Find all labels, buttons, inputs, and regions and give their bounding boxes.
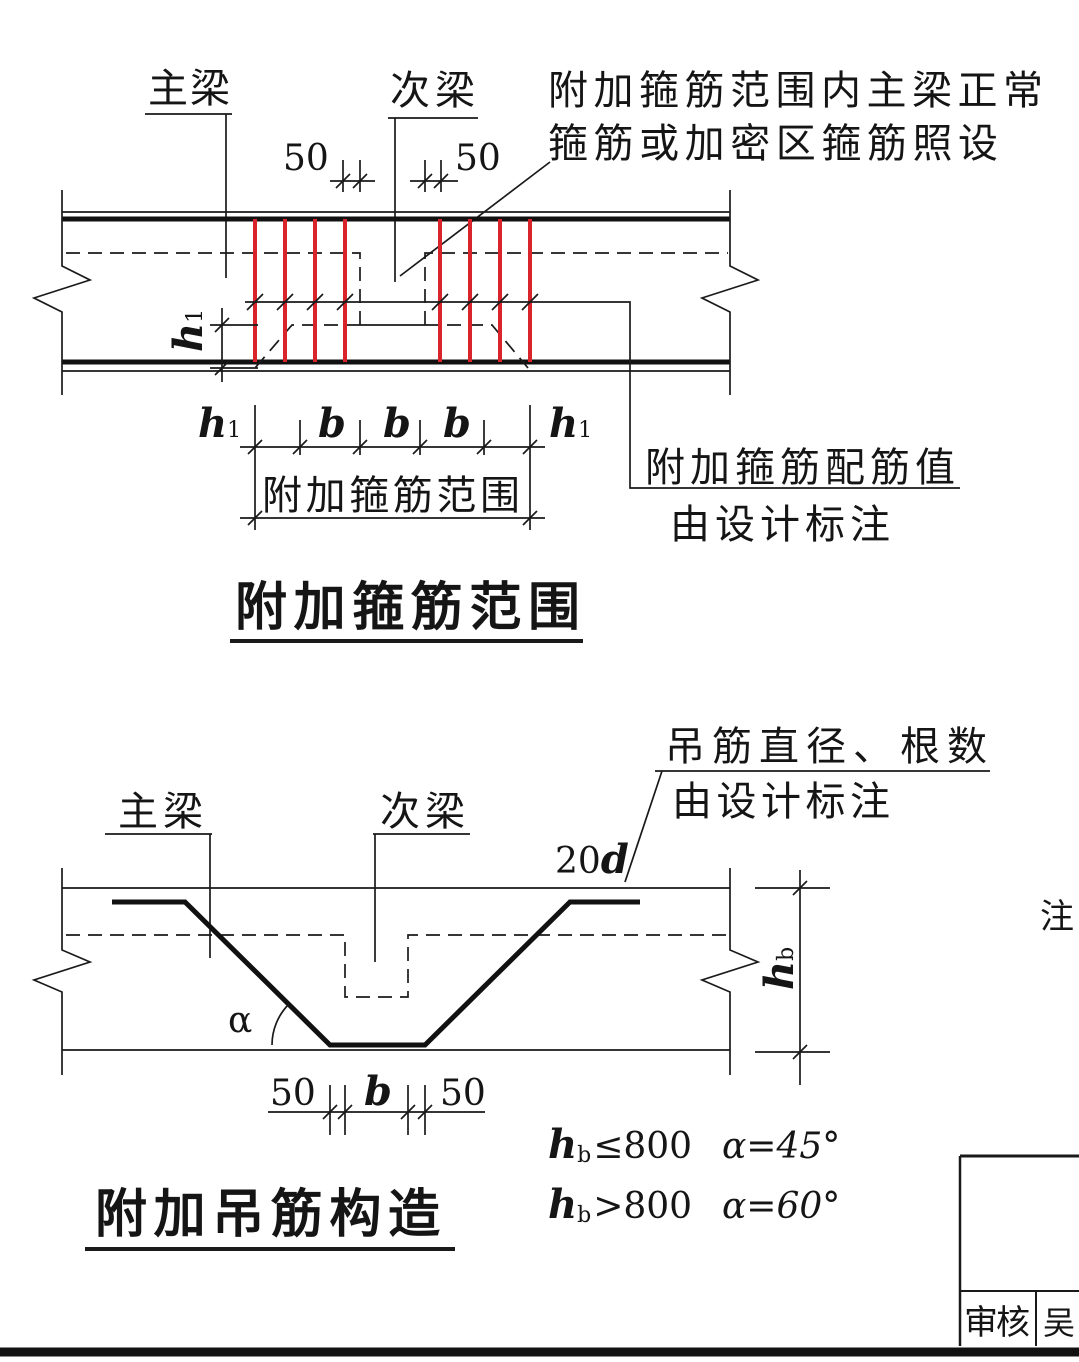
bottom-dimension-ticks <box>322 1104 433 1120</box>
main-beam-left-break <box>31 868 93 1075</box>
stirrup-range-label: 附加箍筋范围 <box>262 473 520 519</box>
angle-rule-row: hb≤800 α=45° <box>548 1121 840 1168</box>
stirrup-reinforcement-note-line-1: 附加箍筋配筋值 <box>645 445 955 491</box>
angle-rule-condition: hb≤800 <box>548 1121 692 1168</box>
angle-rule-condition: hb>800 <box>548 1181 692 1228</box>
stirrup-reinforcement-leader <box>245 301 960 489</box>
h1-dimension-ticks <box>214 317 230 376</box>
width-b-label: b <box>383 400 411 447</box>
hb-subscript: b <box>774 947 799 961</box>
h1-vertical-label: h1 <box>165 309 212 352</box>
main-beam-label: 主梁 <box>118 789 203 835</box>
stirrup-range-ticks <box>247 510 538 526</box>
bend-angle-arc <box>271 1003 290 1046</box>
angle-rule-value: α=60° <box>722 1186 840 1227</box>
h1-right-label: h1 <box>549 400 592 447</box>
spacing-extension-lines <box>342 160 442 192</box>
spacing-left-value: 50 <box>270 1073 316 1114</box>
width-b-label: b <box>318 400 346 447</box>
main-beam-leader <box>105 833 212 958</box>
spacing-left-value: 50 <box>283 138 329 179</box>
range-dimension-ticks <box>247 439 538 455</box>
main-beam-right-break <box>699 868 761 1075</box>
width-b-label: b <box>443 400 471 447</box>
anchorage-length-label: 20d <box>555 836 629 883</box>
anchorage-length-symbol: d <box>601 836 629 883</box>
range-extension-lines <box>254 405 531 530</box>
additional-stirrups-right-group <box>438 219 532 362</box>
additional-stirrups-left-group <box>253 219 347 362</box>
normal-stirrup-note-line-2: 箍筋或加密区箍筋照设 <box>548 121 998 167</box>
title-block: 审核 吴 <box>958 1154 1079 1346</box>
secondary-beam-label: 次梁 <box>380 789 465 835</box>
h1-symbol: h <box>165 323 212 352</box>
stirrup-reinforcement-note-line-2: 由设计标注 <box>670 502 890 548</box>
anchorage-length-number: 20 <box>555 841 601 882</box>
hb-vertical-label: hb <box>756 947 803 990</box>
hanger-bar <box>112 899 640 1048</box>
left-haunch-hidden-line <box>254 324 360 369</box>
hb-subscript: b <box>577 1203 591 1228</box>
secondary-beam-left-hidden-line <box>66 252 361 325</box>
hanger-note-leader <box>624 770 663 883</box>
hb-dimension-ticks <box>792 880 808 1060</box>
width-b-label: b <box>364 1068 392 1115</box>
stirrup-range-diagram: 主梁 次梁 附加箍筋范围内主梁正常 箍筋或加密区箍筋照设 50 50 <box>31 66 1043 643</box>
reviewer-label: 审核 <box>964 1303 1030 1343</box>
secondary-beam-leader <box>373 833 470 962</box>
hb-symbol: h <box>548 1121 577 1168</box>
angle-rule-value: α=45° <box>722 1126 840 1167</box>
h1-extension-lines <box>210 324 258 369</box>
h1-left-label: h1 <box>198 400 241 447</box>
hb-subscript: b <box>577 1143 591 1168</box>
main-beam-label: 主梁 <box>148 66 230 112</box>
hanger-bar-title: 附加吊筋构造 <box>95 1185 440 1245</box>
main-beam-leader <box>145 113 232 278</box>
height-condition: ≤800 <box>593 1126 692 1167</box>
hb-symbol: h <box>548 1181 577 1228</box>
normal-stirrup-note-line-1: 附加箍筋范围内主梁正常 <box>548 68 1043 114</box>
h1-subscript: 1 <box>227 418 241 443</box>
secondary-beam-right-hidden-line <box>424 252 728 325</box>
h1-symbol: h <box>198 400 227 447</box>
h1-subscript: 1 <box>578 418 592 443</box>
secondary-beam-label: 次梁 <box>390 68 475 114</box>
hanger-note-line-1: 吊筋直径、根数 <box>665 724 987 770</box>
stirrup-range-title: 附加箍筋范围 <box>235 578 580 638</box>
bend-angle-label: α <box>228 1000 252 1041</box>
h1-symbol: h <box>549 400 578 447</box>
secondary-beam-hidden-outline <box>66 934 728 998</box>
right-haunch-hidden-line <box>425 324 529 369</box>
hanger-bar-diagram: 吊筋直径、根数 由设计标注 主梁 次梁 20d α hb <box>31 724 990 1251</box>
spacing-right-value: 50 <box>440 1073 486 1114</box>
hb-extension-lines <box>755 887 830 1053</box>
height-condition: >800 <box>593 1186 692 1227</box>
stirrup-leader-ticks <box>246 293 539 311</box>
bottom-extension-lines <box>329 1085 426 1135</box>
secondary-beam-leader <box>388 117 478 282</box>
hanger-note-line-2: 由设计标注 <box>672 779 890 825</box>
h1-subscript: 1 <box>183 309 208 323</box>
spacing-dimension-ticks <box>335 173 449 189</box>
main-beam-right-break <box>699 190 761 395</box>
reviewer-name: 吴 <box>1043 1304 1075 1342</box>
main-beam-left-break <box>31 190 93 395</box>
side-note-label: 注 <box>1040 897 1074 937</box>
angle-rule-row: hb>800 α=60° <box>548 1181 840 1228</box>
spacing-right-value: 50 <box>455 138 501 179</box>
hb-symbol: h <box>756 961 803 990</box>
